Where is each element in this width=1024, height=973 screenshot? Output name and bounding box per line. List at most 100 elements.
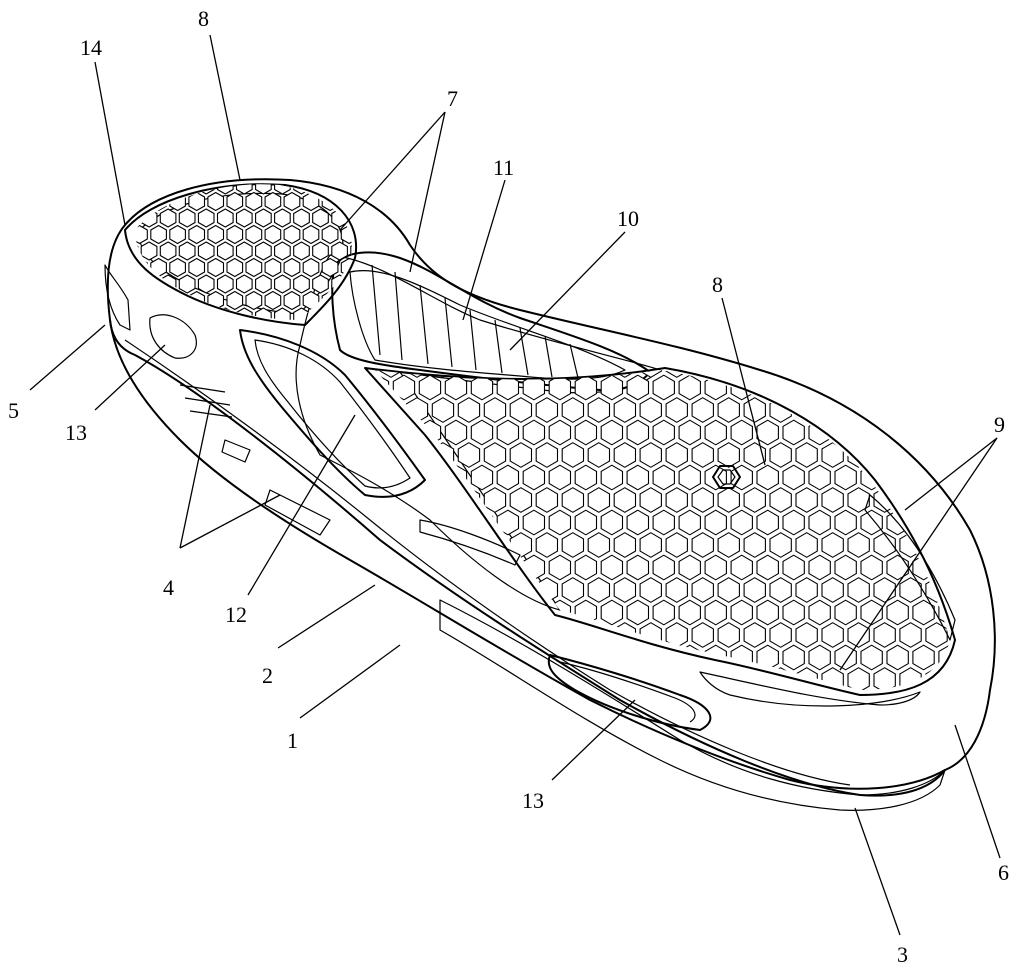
tread-hex-cell — [886, 644, 909, 671]
tread-hex-cell — [652, 374, 675, 401]
tread-hex-cell — [912, 509, 935, 536]
tread-hex-cell — [375, 667, 377, 690]
tread-hex-cell — [574, 509, 598, 536]
label-13-toe: 13 — [522, 788, 544, 813]
tread-hex-cell — [457, 397, 481, 423]
tread-hex-cell — [312, 274, 329, 294]
tread-hex-cell — [704, 509, 727, 536]
tread-hex-cell — [375, 577, 377, 603]
tread-hex-cell — [178, 208, 196, 228]
tread-hex-cell — [600, 599, 624, 626]
tread-hex-cell — [509, 532, 533, 558]
tread-hex-cell — [756, 509, 779, 536]
label-14: 14 — [80, 35, 102, 60]
tread-hex-cell — [274, 208, 291, 228]
tread-hex-cell — [782, 464, 805, 491]
tread-hex-cell — [140, 241, 158, 261]
tread-hex-cell — [321, 257, 339, 278]
tread-hex-cell — [639, 442, 662, 468]
tread-hex-cell — [561, 442, 585, 468]
tread-hex-cell — [860, 509, 883, 536]
tread-hex-cell — [665, 442, 688, 468]
tread-hex-cell — [150, 290, 167, 311]
tread-hex-cell — [678, 419, 701, 446]
tread-hex-cell — [431, 397, 455, 423]
tread-hex-cell — [245, 257, 263, 278]
tread-hex-cell — [216, 241, 234, 261]
tread-hex-cell — [899, 577, 922, 603]
tread-hex-cell — [717, 442, 740, 468]
tread-hex-cell — [678, 554, 701, 581]
tread-hex-cell — [665, 577, 688, 603]
tread-hex-cell — [587, 370, 611, 378]
tread-hex-cell — [782, 554, 805, 581]
heel-tread-plate — [124, 183, 358, 326]
tread-hex-cell — [821, 532, 844, 558]
tread-hex-cell — [207, 224, 225, 245]
tread-hex-cell — [293, 241, 310, 261]
tread-hex-cell — [665, 370, 688, 378]
tread-hex-cell — [808, 599, 831, 626]
tread-hex-cell — [938, 419, 950, 446]
tread-hex-cell — [704, 464, 727, 491]
tread-hex-cell — [769, 622, 792, 648]
tread-hex-cell — [548, 419, 572, 446]
tread-hex-cell — [226, 191, 244, 212]
tread-hex-cell — [717, 577, 740, 603]
tread-hex-cell — [886, 374, 909, 401]
tread-hex-cell — [613, 487, 637, 513]
tread-hex-cell — [255, 241, 272, 261]
tread-hex-cell — [535, 370, 559, 378]
tread-hex-cell — [548, 509, 572, 536]
tread-hex-cell — [626, 554, 650, 581]
tread-hex-cell — [235, 208, 253, 228]
tread-hex-cell — [808, 644, 831, 671]
tread-hex-cell — [925, 442, 948, 468]
tread-hex-cell — [639, 532, 662, 558]
tread-hex-cell — [704, 644, 727, 671]
tread-hex-cell — [756, 554, 779, 581]
tread-hex-cell — [457, 442, 481, 468]
tread-hex-cell — [600, 464, 624, 491]
tread-hex-cell — [678, 464, 701, 491]
outer-sole-outline — [106, 178, 996, 797]
tread-hex-cell — [769, 442, 792, 468]
tread-hex-cell — [691, 442, 714, 468]
tread-hex-cell — [873, 442, 896, 468]
tread-hex-cell — [302, 224, 320, 245]
tread-hex-cell — [860, 644, 883, 671]
tread-hex-cell — [626, 374, 650, 401]
tread-hex-cell — [678, 509, 701, 536]
tread-hex-cell — [886, 554, 909, 581]
tread-hex-cell — [470, 644, 494, 671]
label-9: 9 — [994, 412, 1005, 437]
tread-hex-cell — [821, 577, 844, 603]
tread-hex-cell — [312, 208, 329, 228]
tread-hex-cell — [444, 554, 468, 581]
tread-hex-cell — [938, 554, 950, 581]
tread-hex-cell — [561, 622, 585, 648]
tread-hex-cell — [886, 419, 909, 446]
tread-hex-cell — [264, 257, 282, 278]
tread-hex-cell — [140, 208, 158, 228]
tread-hex-cell — [756, 419, 779, 446]
tread-hex-cell — [860, 374, 883, 401]
tread-hex-cell — [457, 370, 481, 378]
tread-hex-cell — [392, 599, 416, 626]
tread-hex-cell — [197, 274, 215, 294]
tread-hex-cell — [535, 487, 559, 513]
tread-hex-cell — [847, 667, 870, 690]
tread-hex-cell — [795, 622, 818, 648]
tread-hex-cell — [235, 184, 253, 195]
arch-rib-recess — [331, 251, 651, 392]
tread-hex-cell — [717, 532, 740, 558]
tread-hex-cell — [169, 257, 186, 278]
tread-hex-cell — [255, 307, 272, 320]
tread-hex-cell — [626, 419, 650, 446]
tread-hex-cell — [808, 509, 831, 536]
tread-hex-cell — [847, 577, 870, 603]
tread-hex-cell — [743, 487, 766, 513]
tread-hex-cell — [860, 599, 883, 626]
tread-hex-cell — [159, 208, 177, 228]
tread-hex-cell — [600, 419, 624, 446]
